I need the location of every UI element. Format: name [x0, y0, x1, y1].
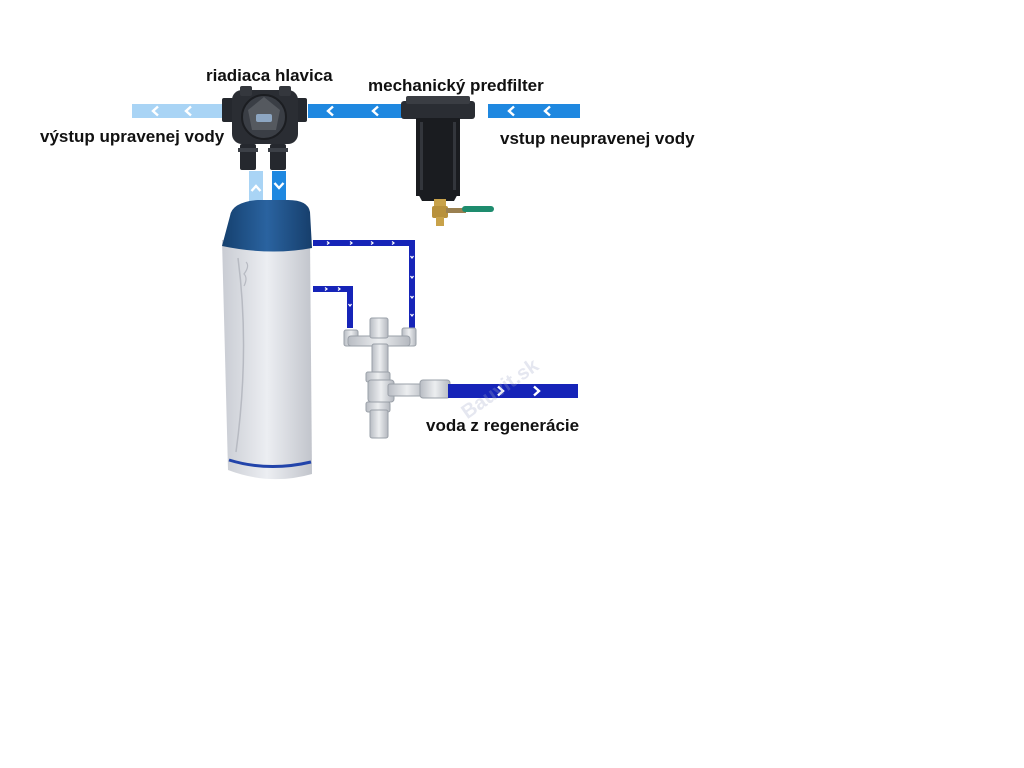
drain-line-lower — [313, 286, 353, 328]
tank-down-pipe — [272, 171, 286, 203]
softener-tank — [222, 200, 312, 479]
drain-line-upper — [313, 240, 415, 328]
treated-water-out-label: výstup upravenej vody — [40, 127, 224, 147]
mechanical-prefilter — [401, 96, 494, 226]
prefilter-to-head-pipe — [308, 104, 404, 118]
control-head-valve — [222, 86, 307, 170]
raw-water-in-pipe — [488, 104, 580, 118]
tank-up-pipe — [249, 171, 263, 203]
raw-water-in-label: vstup neupravenej vody — [500, 129, 695, 149]
control-head-label: riadiaca hlavica — [206, 66, 333, 86]
treated-water-out-pipe — [132, 104, 224, 118]
regeneration-water-label: voda z regenerácie — [426, 416, 579, 436]
prefilter-label: mechanický predfilter — [368, 76, 544, 96]
